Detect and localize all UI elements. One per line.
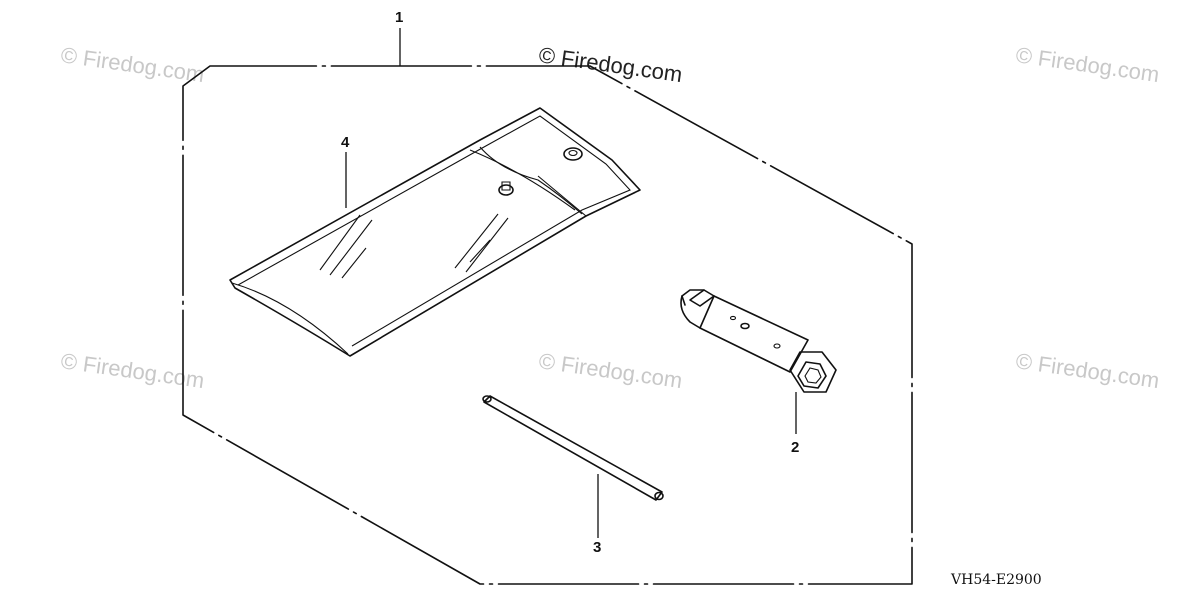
callout-4: 4 xyxy=(341,134,350,151)
snap-button-lower xyxy=(498,184,514,196)
tommy-bar xyxy=(482,395,664,501)
tool-bag xyxy=(229,107,641,357)
watermark-mid-center: © Firedog.com xyxy=(537,348,684,393)
watermark-top-right: © Firedog.com xyxy=(1014,42,1161,87)
snap-button-top xyxy=(563,147,583,161)
watermark-top-center: © Firedog.com xyxy=(537,42,684,87)
callout-1: 1 xyxy=(395,9,403,26)
kit-boundary xyxy=(182,65,913,585)
callout-3: 3 xyxy=(593,539,601,556)
spark-plug-wrench xyxy=(680,289,837,393)
watermark-top-left: © Firedog.com xyxy=(59,42,206,87)
diagram-code: VH54-E2900 xyxy=(950,572,1042,588)
watermark-mid-left: © Firedog.com xyxy=(59,348,206,393)
watermark-mid-right: © Firedog.com xyxy=(1014,348,1161,393)
callout-2: 2 xyxy=(791,439,799,456)
